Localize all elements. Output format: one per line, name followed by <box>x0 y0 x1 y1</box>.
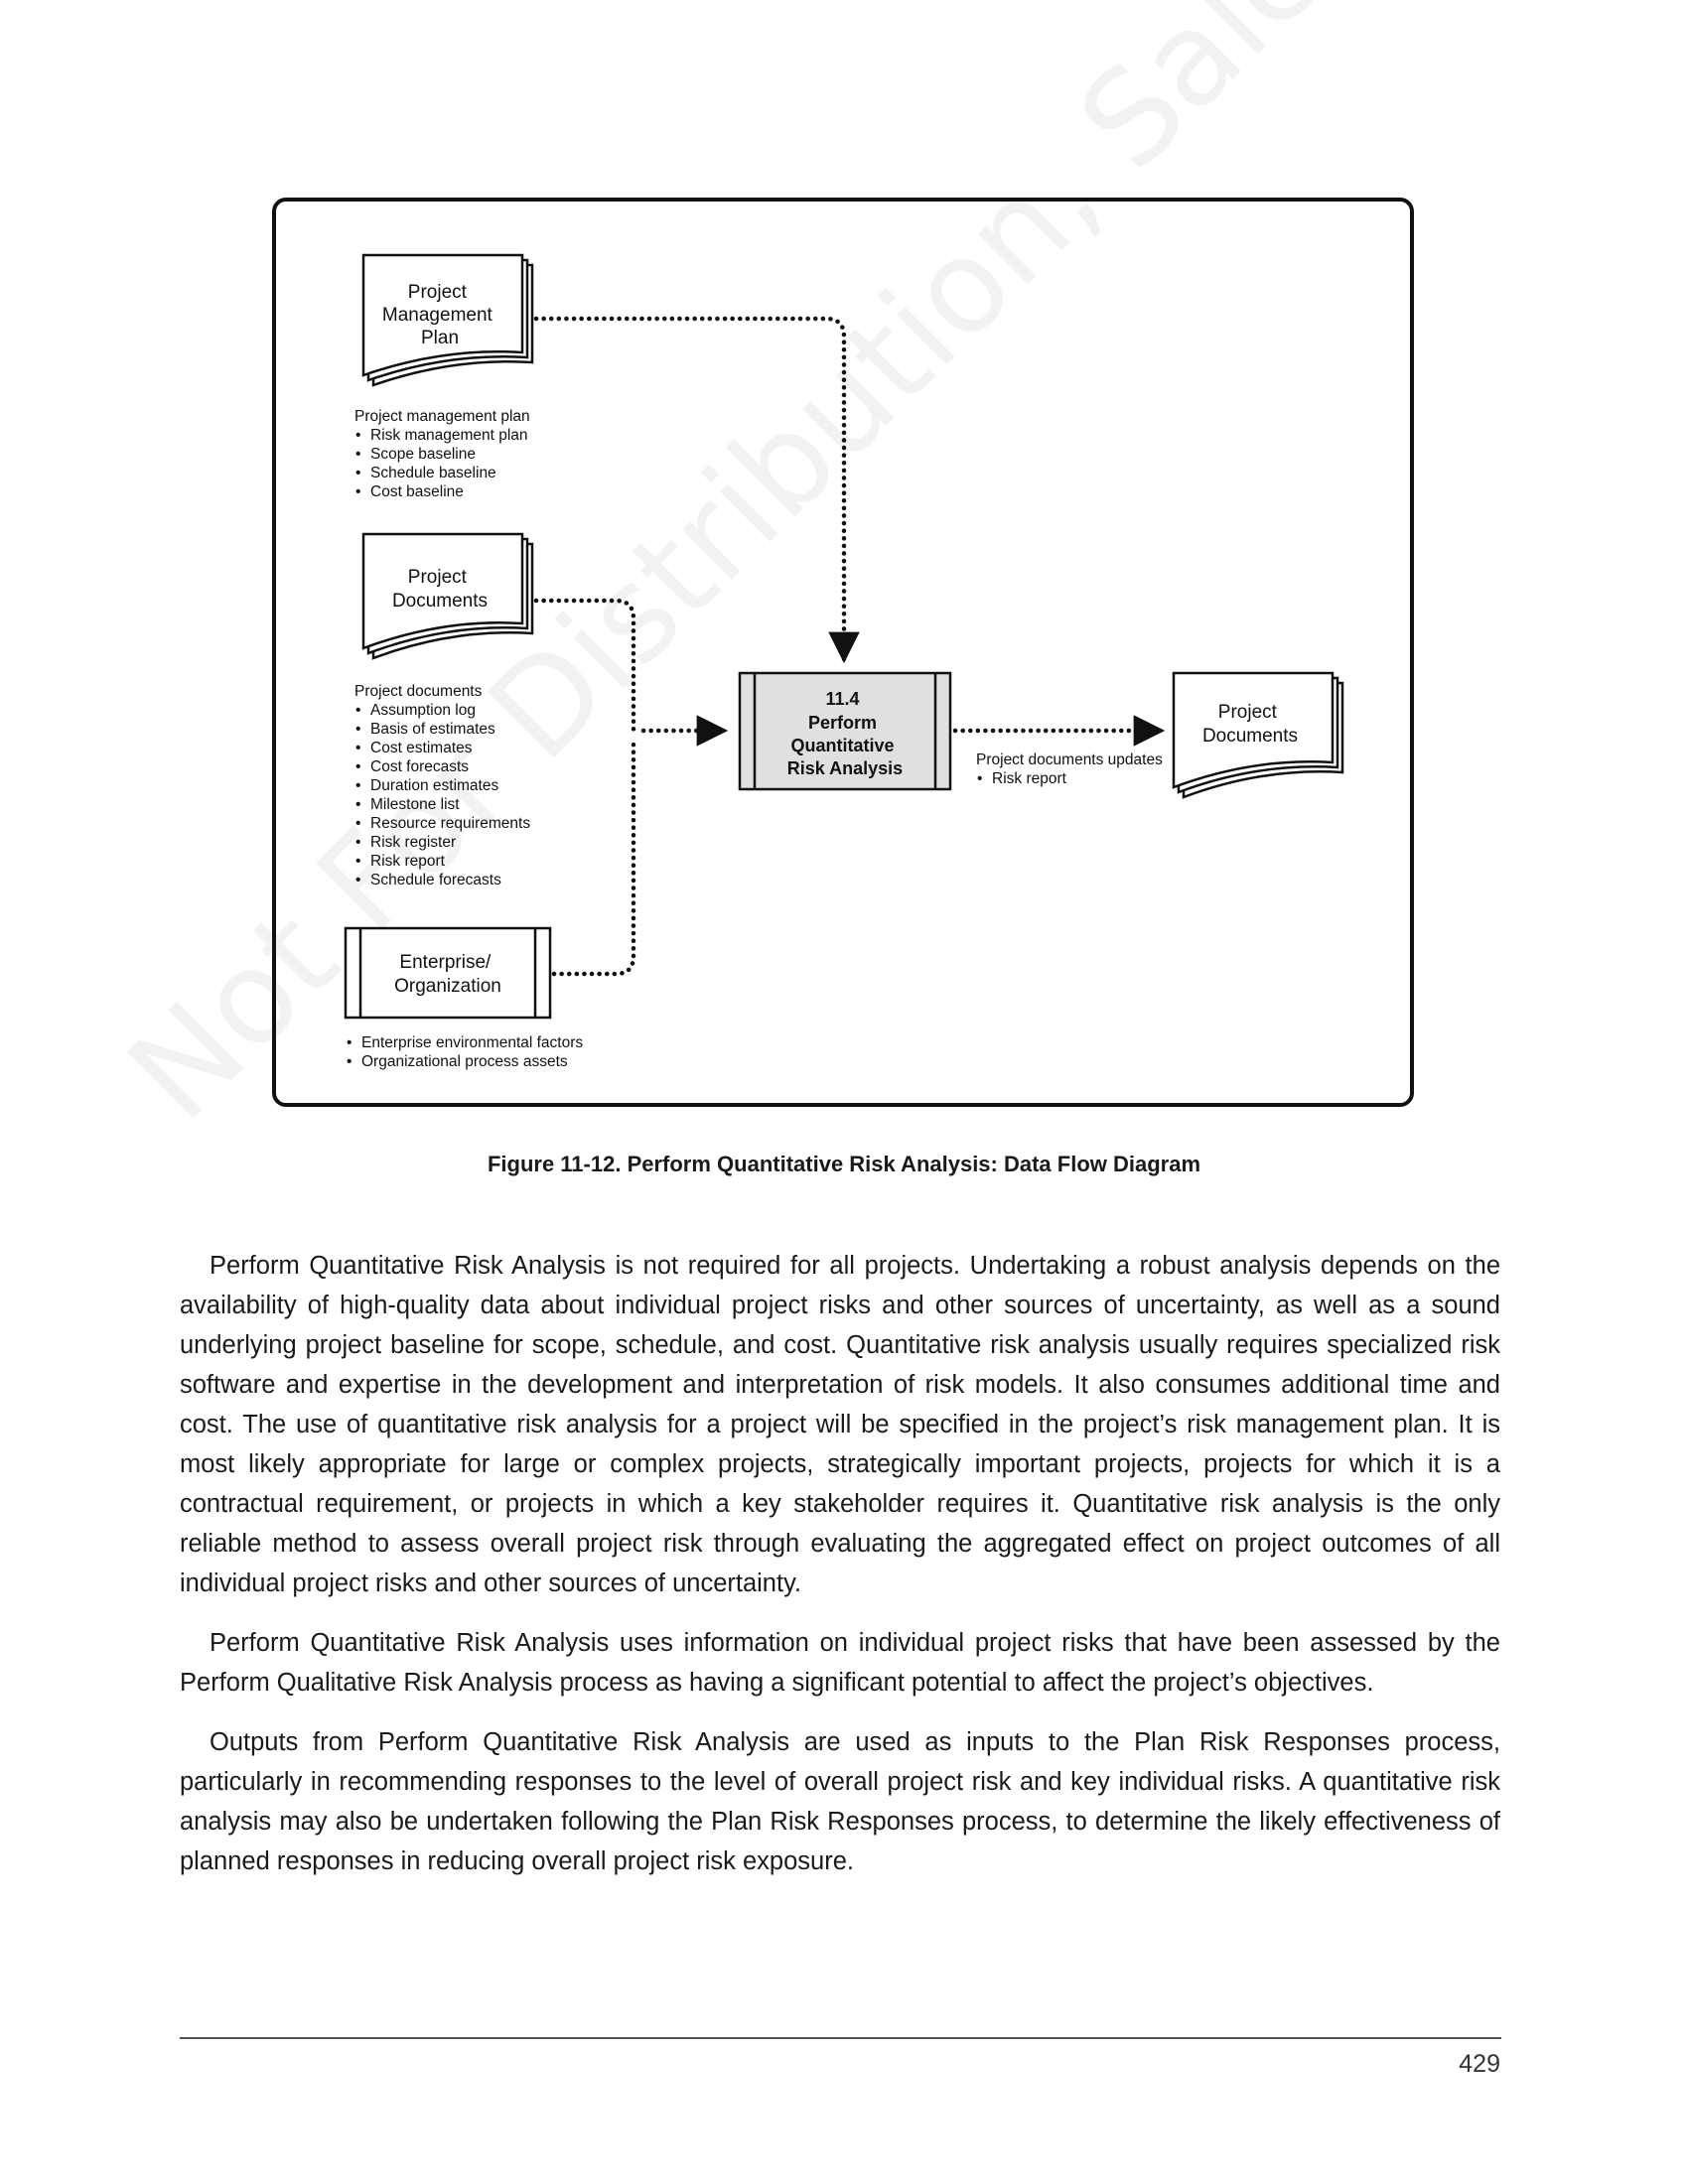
enterprise-organization-title: Enterprise/ Organization <box>394 952 501 997</box>
paragraph: Outputs from Perform Quantitative Risk A… <box>180 1728 1500 1875</box>
data-flow-diagram: Project Management Plan Project manageme… <box>272 198 1414 1107</box>
page-number: 429 <box>1459 2050 1500 2078</box>
project-documents-output-icon <box>1172 671 1344 799</box>
project-documents-input-icon <box>361 532 534 660</box>
pm-plan-document-icon <box>361 253 534 387</box>
enterprise-organization-list: •Enterprise environmental factors •Organ… <box>347 1034 587 1070</box>
enterprise-to-merge-connector <box>551 742 636 977</box>
pm-plan-to-process-connector <box>533 316 860 664</box>
figure-caption: Figure 11-12. Perform Quantitative Risk … <box>487 1152 1201 1176</box>
paragraph: Perform Quantitative Risk Analysis is no… <box>180 1252 1500 1597</box>
footer-rule <box>180 2037 1501 2039</box>
project-documents-output-title: Project Documents <box>1202 702 1298 747</box>
process-box <box>738 671 952 791</box>
enterprise-organization-box <box>344 926 552 1020</box>
pm-plan-list: Project management plan •Risk management… <box>354 408 534 500</box>
pm-plan-title: Project Management Plan <box>382 282 497 348</box>
paragraph: Perform Quantitative Risk Analysis uses … <box>180 1629 1500 1697</box>
project-documents-output-list: Project documents updates •Risk report <box>976 751 1167 787</box>
project-documents-to-merge-connector <box>533 598 636 738</box>
project-documents-input-title: Project Documents <box>392 567 488 612</box>
body-text: Perform Quantitative Risk Analysis is no… <box>180 1246 1500 1901</box>
diagram-frame <box>272 198 1414 1107</box>
process-title: 11.4 Perform Quantitative Risk Analysis <box>787 689 903 778</box>
project-documents-input-list: Project documents •Assumption log •Basis… <box>354 683 534 888</box>
